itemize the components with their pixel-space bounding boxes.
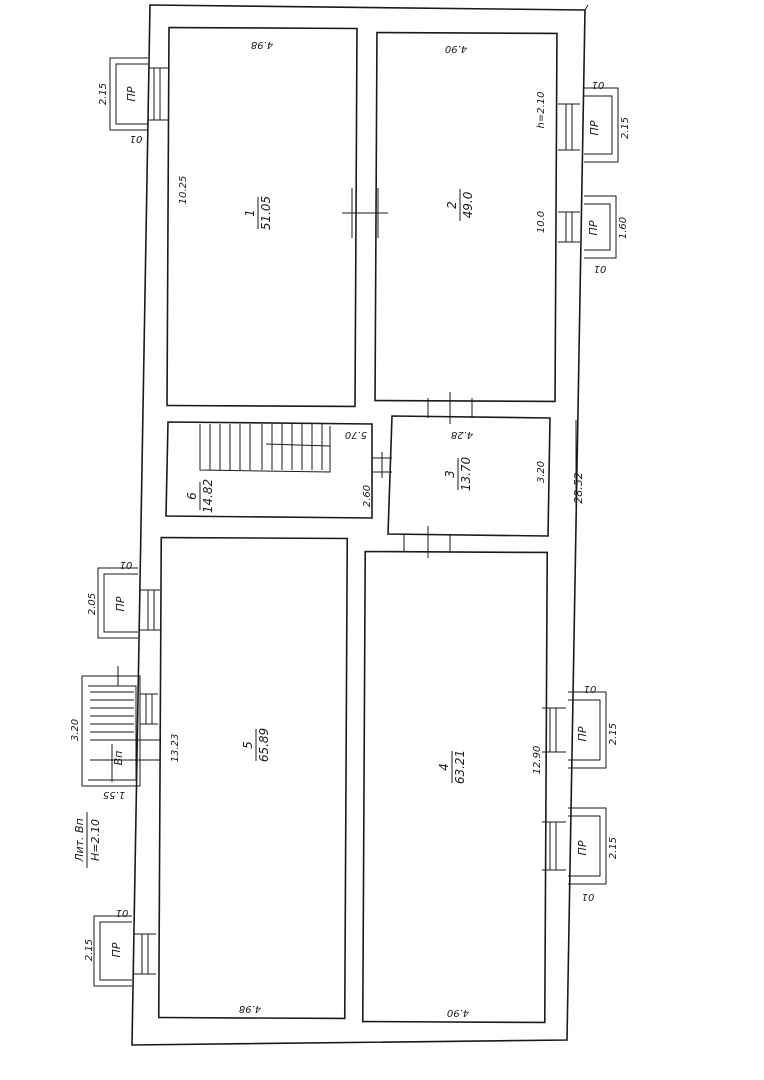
window-right-6-label: ПР	[576, 840, 589, 855]
room-6-area: 14.82	[201, 479, 215, 513]
porch-lit-height: H=2.10	[89, 819, 102, 861]
window-right-2-label: ПР	[588, 120, 601, 135]
porch-label: Вп	[112, 751, 125, 766]
porch-lit-name: Лит. Вп	[73, 818, 86, 863]
room-5-number: 5	[241, 741, 255, 749]
room-3-side-dimension: 3.20	[536, 461, 547, 483]
window-right-5: ПР 2.15 01	[542, 683, 619, 769]
room-2-height: h=2.10	[536, 92, 547, 129]
room-1: 1 51.05 4.98 10.25	[166, 26, 358, 408]
room-5-side-dimension: 13.23	[170, 734, 181, 763]
window-right-3-label: ПР	[587, 220, 600, 235]
room-3-area: 13.70	[459, 456, 473, 491]
window-left-7-label: ПР	[110, 942, 123, 957]
window-left-4: ПР 2.05 01	[87, 559, 160, 639]
room-1-area: 51.05	[259, 196, 273, 230]
porch-side-dimension: 3.20	[70, 719, 81, 741]
room-2-top-dimension: 4.90	[445, 43, 467, 54]
room-5-area: 65.89	[257, 728, 271, 762]
room-2-number: 2	[445, 201, 459, 209]
room-1-number: 1	[243, 209, 257, 217]
window-right-2-sill: 01	[592, 79, 605, 90]
window-right-2-height: 2.15	[620, 117, 631, 139]
room-6-number: 6	[185, 492, 199, 500]
window-left-7: ПР 2.15 01	[84, 907, 156, 987]
door-3-4	[403, 526, 451, 558]
door-1-2	[342, 188, 388, 238]
room-6-top-dimension: 5.70	[345, 429, 367, 440]
door-2-3	[427, 392, 473, 424]
room-6: 6 14.82 5.70 2.60	[165, 421, 373, 519]
porch: Вп 3.20 1.55	[70, 666, 160, 800]
window-right-6: ПР 2.15 01	[542, 807, 619, 902]
window-right-2: ПР 2.15 01	[558, 79, 631, 163]
room-4-side-dimension: 12.90	[532, 746, 543, 775]
window-right-5-sill: 01	[584, 683, 597, 694]
room-4-number: 4	[437, 763, 451, 771]
room-1-top-dimension: 4.98	[251, 39, 273, 50]
room-4: 4 63.21 12.90 4.90	[361, 550, 549, 1024]
room-3-number: 3	[443, 470, 457, 478]
window-left-7-sill: 01	[116, 907, 129, 918]
room-2-area: 49.0	[461, 191, 475, 218]
window-right-3: ПР 1.60 01	[558, 195, 629, 274]
window-left-1: ПР 2.15 01	[98, 57, 168, 144]
window-left-4-label: ПР	[114, 596, 127, 611]
room-1-side-dimension: 10.25	[178, 176, 189, 205]
room-5: 5 65.89 13.23 4.98	[157, 536, 349, 1020]
total-length-dimension: 28.52	[572, 472, 585, 504]
porch-lit-label: Лит. Вп H=2.10	[73, 812, 102, 868]
room-3: 3 13.70 4.28 3.20	[387, 415, 551, 537]
window-left-7-height: 2.15	[84, 939, 95, 961]
window-right-6-sill: 01	[582, 891, 595, 902]
window-left-4-sill: 01	[120, 559, 133, 570]
window-right-5-height: 2.15	[608, 723, 619, 745]
room-4-bottom-dimension: 4.90	[447, 1007, 469, 1018]
outer-walls	[131, 4, 589, 1046]
room-2-side-dimension: 10.0	[536, 211, 547, 233]
room-3-top-dimension: 4.28	[451, 429, 473, 440]
door-6-3	[372, 452, 392, 478]
room-2: 2 49.0 4.90 h=2.10 10.0	[374, 31, 558, 403]
window-right-3-height: 1.60	[618, 217, 629, 239]
window-left-4-height: 2.05	[87, 593, 98, 615]
window-right-5-label: ПР	[576, 726, 589, 741]
overall-dimension: 28.52	[572, 420, 585, 520]
room-4-area: 63.21	[453, 750, 467, 784]
window-right-3-sill: 01	[594, 263, 607, 274]
window-right-6-height: 2.15	[608, 837, 619, 859]
porch-width-dimension: 1.55	[103, 789, 125, 800]
window-left-1-label: ПР	[125, 86, 138, 101]
staircase	[199, 424, 331, 473]
window-left-1-sill: 01	[130, 133, 143, 144]
room-6-side-dimension: 2.60	[362, 485, 373, 507]
window-left-1-height: 2.15	[98, 83, 109, 105]
room-5-bottom-dimension: 4.98	[239, 1003, 261, 1014]
